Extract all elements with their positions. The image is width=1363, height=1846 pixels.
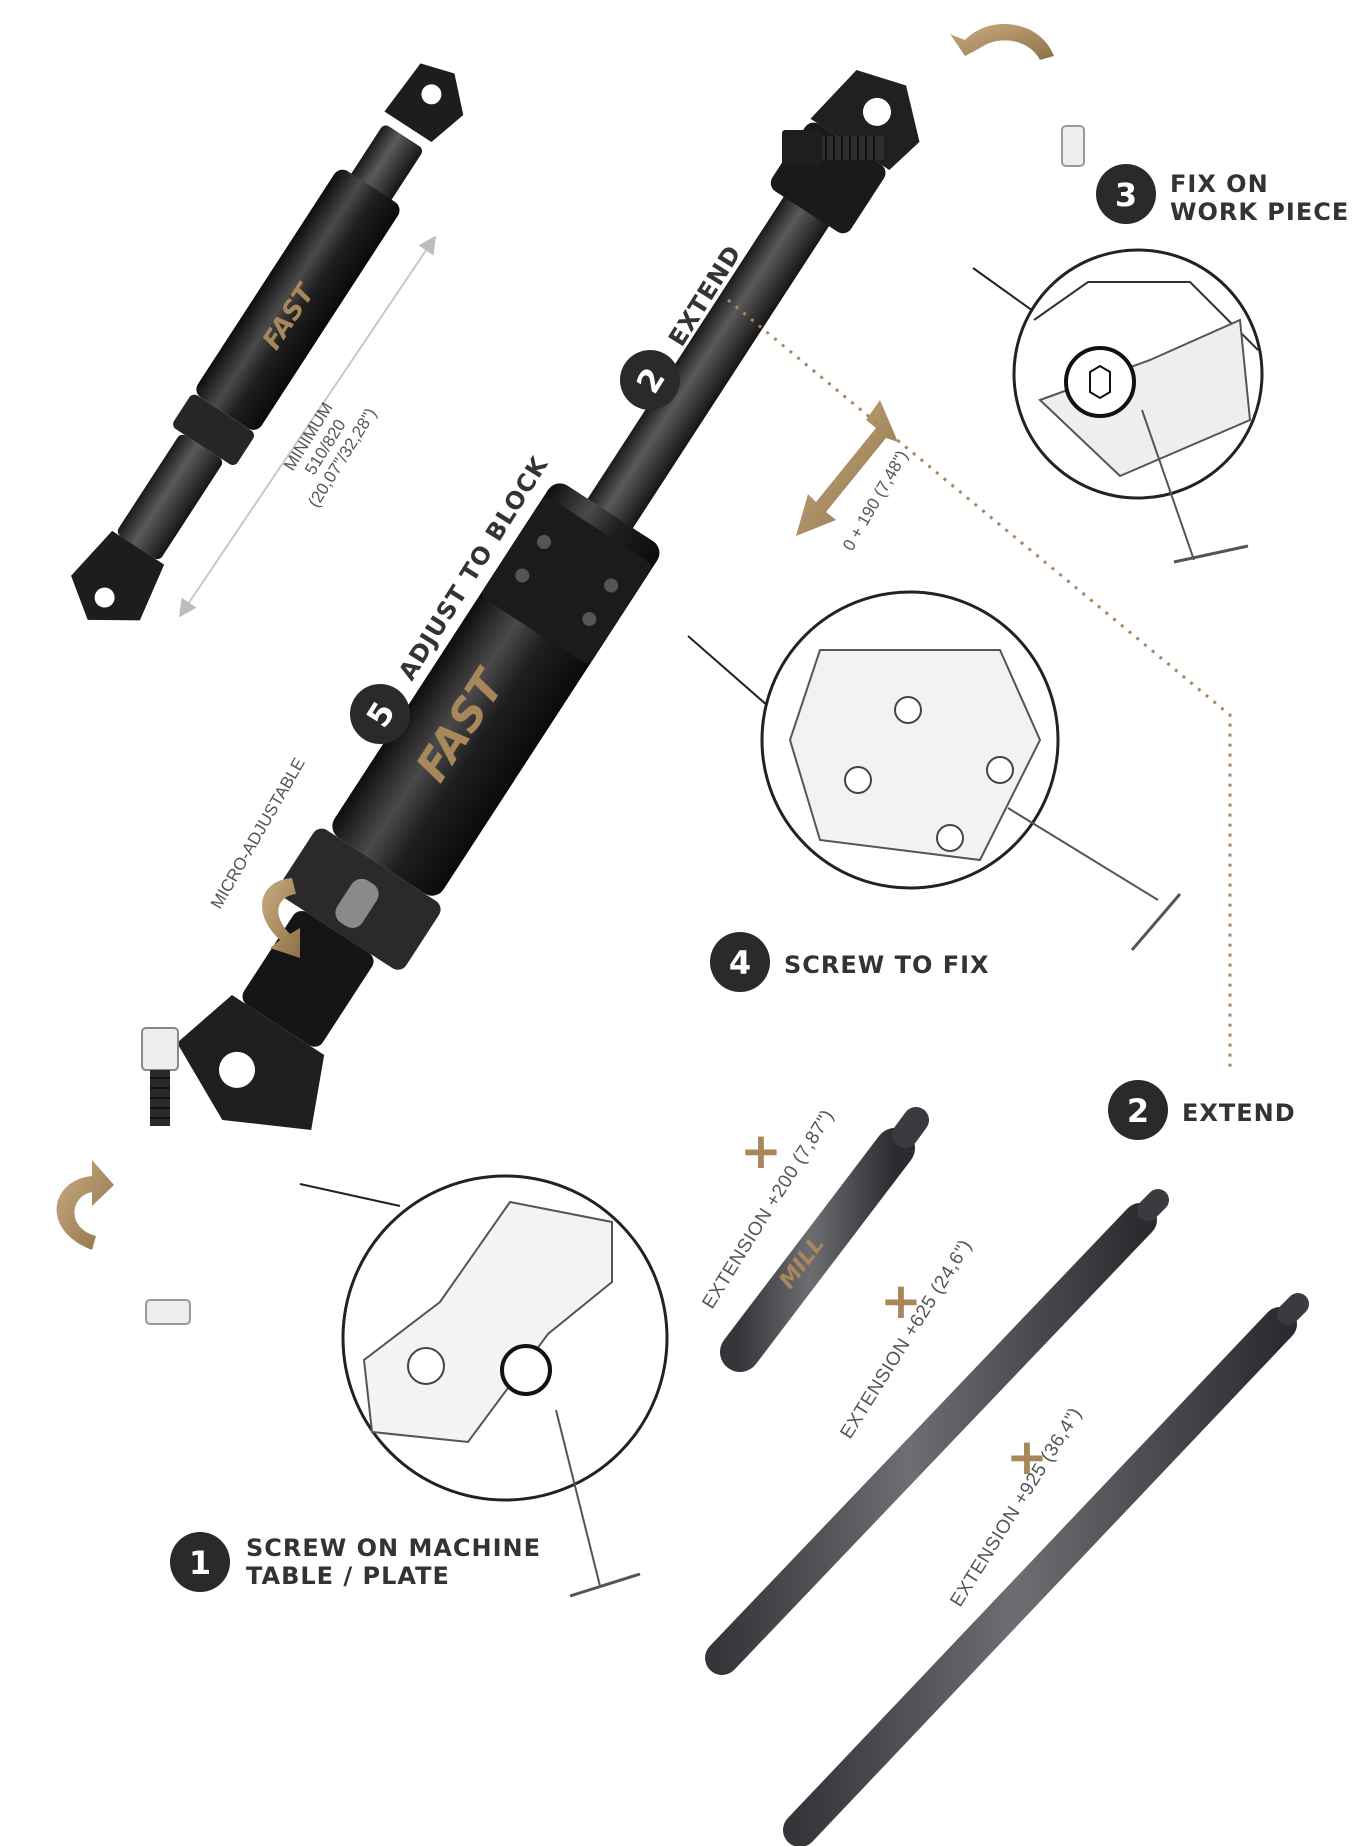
step-1-number: 1 (189, 1544, 211, 1582)
step-2-upper-badge (620, 350, 680, 411)
step-4-number: 4 (729, 944, 751, 982)
step-1-badge (170, 1532, 230, 1592)
step-4-badge (710, 932, 770, 992)
step-1: 1 SCREW ON MACHINE TABLE / PLATE (170, 1532, 541, 1592)
plus-icon-625: + (880, 1272, 922, 1330)
bottom-nut (145, 1299, 191, 1325)
rotate-top-icon (950, 24, 1054, 60)
plus-icon-925: + (1006, 1428, 1048, 1486)
step-4-label: SCREW TO FIX (784, 951, 990, 979)
step-1-label-line2: TABLE / PLATE (246, 1562, 450, 1590)
rotate-bottom-icon (56, 1160, 114, 1250)
step-2-lower-label: EXTEND (1182, 1099, 1296, 1127)
micro-adjust-icon (262, 878, 300, 958)
step-1-label-line1: SCREW ON MACHINE (246, 1534, 541, 1562)
bottom-screw (141, 1027, 179, 1126)
extension-625 (705, 1189, 1169, 1675)
top-screw (782, 130, 884, 166)
step-2-lower-number: 2 (1127, 1092, 1149, 1130)
extension-925 (783, 1293, 1309, 1846)
step-3-label-line1: FIX ON (1170, 170, 1269, 198)
step-2-lower-badge (1108, 1080, 1168, 1140)
travel-arrow-icon (796, 400, 898, 536)
minimum-label-group: MINIMUM 510/820 (20,07"/32,28") (280, 399, 380, 511)
small-clamp: FAST (71, 63, 464, 621)
detail-screw-to-fix (687, 590, 1182, 951)
extend-guide-line (727, 298, 1232, 1070)
main-clamp: FAST (177, 69, 920, 1131)
detail-screw-machine-table (299, 1174, 669, 1598)
step-3-label-line2: WORK PIECE (1170, 198, 1349, 226)
step-5-badge (350, 684, 410, 744)
step-3-number: 3 (1115, 176, 1137, 214)
step-3-badge (1096, 164, 1156, 224)
top-nut (1061, 125, 1085, 167)
minimum-dimension-line (178, 235, 437, 618)
step-4: 4 SCREW TO FIX (710, 932, 990, 992)
detail-fix-workpiece (972, 248, 1264, 564)
plus-icon-200: + (740, 1122, 782, 1180)
step-3: 3 FIX ON WORK PIECE (1096, 164, 1349, 226)
step-2-lower: 2 EXTEND (1108, 1080, 1296, 1140)
